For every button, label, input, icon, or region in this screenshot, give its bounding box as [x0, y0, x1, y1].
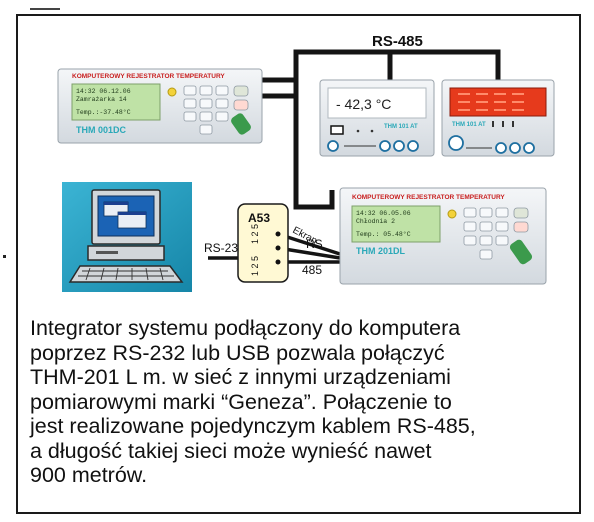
display-right: THM 101 AT [441, 79, 555, 157]
bus-label: RS-485 [372, 33, 423, 50]
recorder-bottom-lcd-line1: 14:32 06.05.06 [356, 210, 411, 217]
display-left-screen [327, 87, 427, 119]
computer [62, 182, 192, 292]
recorder-top: KOMPUTEROWY REJESTRATOR TEMPERATURY 14:3… [57, 68, 263, 144]
recorder-bottom-lcd-line3: Temp.: 05.48°C [356, 230, 411, 238]
display-left: - 42,3 °C THM 101 AT [319, 79, 435, 157]
recorder-bottom-header: KOMPUTEROWY REJESTRATOR TEMPERATURY [352, 194, 505, 201]
terminal-dot [275, 231, 281, 237]
recorder-top-brand: THM 001DC [76, 125, 127, 135]
caption-text: Integrator systemu podłączony do kompute… [30, 316, 575, 488]
caption-line: THM-201 L m. w sieć z innymi urządzeniam… [30, 365, 451, 389]
display-left-value: - 42,3 °C [336, 96, 391, 112]
recorder-top-lcd-line3: Temp.:-37.48°C [76, 108, 131, 116]
recorder-top-lcd [71, 83, 161, 121]
caption-line: poprzez RS-232 lub USB pozwala połączyć [30, 340, 445, 365]
computer-unit [87, 245, 165, 261]
converter-terminal-bottom: 1 2 5 [250, 256, 260, 276]
recorder-bottom-led-icon [447, 209, 457, 219]
converter-name: A53 [248, 211, 270, 225]
caption-line: Integrator systemu podłączony do kompute… [30, 316, 461, 340]
edge-mark [3, 255, 6, 258]
recorder-top-arrow-keys-icon [231, 113, 251, 135]
terminal-dot [275, 259, 281, 265]
recorder-top-keypad-icon [183, 85, 249, 135]
n485-label: 485 [302, 263, 322, 277]
recorder-bottom-keypad-icon [463, 207, 529, 260]
keyboard-icon [68, 265, 184, 283]
caption-line: pomiarowymi marki “Geneza”. Połączenie t… [30, 389, 452, 414]
recorder-bottom-lcd-line2: Chłodnia 2 [356, 218, 395, 225]
rs485-bus [262, 49, 501, 210]
display-right-buttons-icon [448, 135, 535, 154]
converter-terminal-top: 1 2 5 [250, 224, 260, 244]
recorder-top-lcd-line1: 14:32 06.12.06 [76, 88, 131, 95]
recorder-top-header: KOMPUTEROWY REJESTRATOR TEMPERATURY [72, 73, 225, 80]
caption-line: a długość takiej sieci może wynieść nawe… [30, 438, 432, 463]
display-left-model: THM 101 AT [384, 124, 418, 130]
display-right-model: THM 101 AT [452, 122, 486, 128]
display-right-digits [458, 93, 524, 111]
display-left-buttons-icon [327, 140, 419, 152]
caption-line: jest realizowane pojedynczym kablem RS-4… [30, 414, 476, 438]
recorder-bottom-lcd [351, 205, 441, 243]
recorder-top-led-icon [167, 87, 177, 97]
usb-port-icon [330, 125, 344, 135]
display-right-indicators-icon [492, 121, 514, 127]
top-edge-mark [30, 8, 60, 10]
caption-line: 900 metrów. [30, 463, 148, 487]
rs-label: RS [306, 237, 323, 251]
recorder-bottom-brand: THM 201DL [356, 246, 406, 256]
rs232-label: RS-232 [204, 241, 245, 255]
converter-a53: A53 1 2 5 1 2 5 [237, 203, 289, 283]
recorder-top-lcd-line2: Zamrażarka 14 [76, 96, 127, 103]
terminal-dot [275, 245, 281, 251]
recorder-bottom-arrow-keys-icon [509, 239, 533, 265]
converter-body [237, 203, 289, 283]
recorder-bottom: KOMPUTEROWY REJESTRATOR TEMPERATURY 14:3… [339, 187, 547, 285]
